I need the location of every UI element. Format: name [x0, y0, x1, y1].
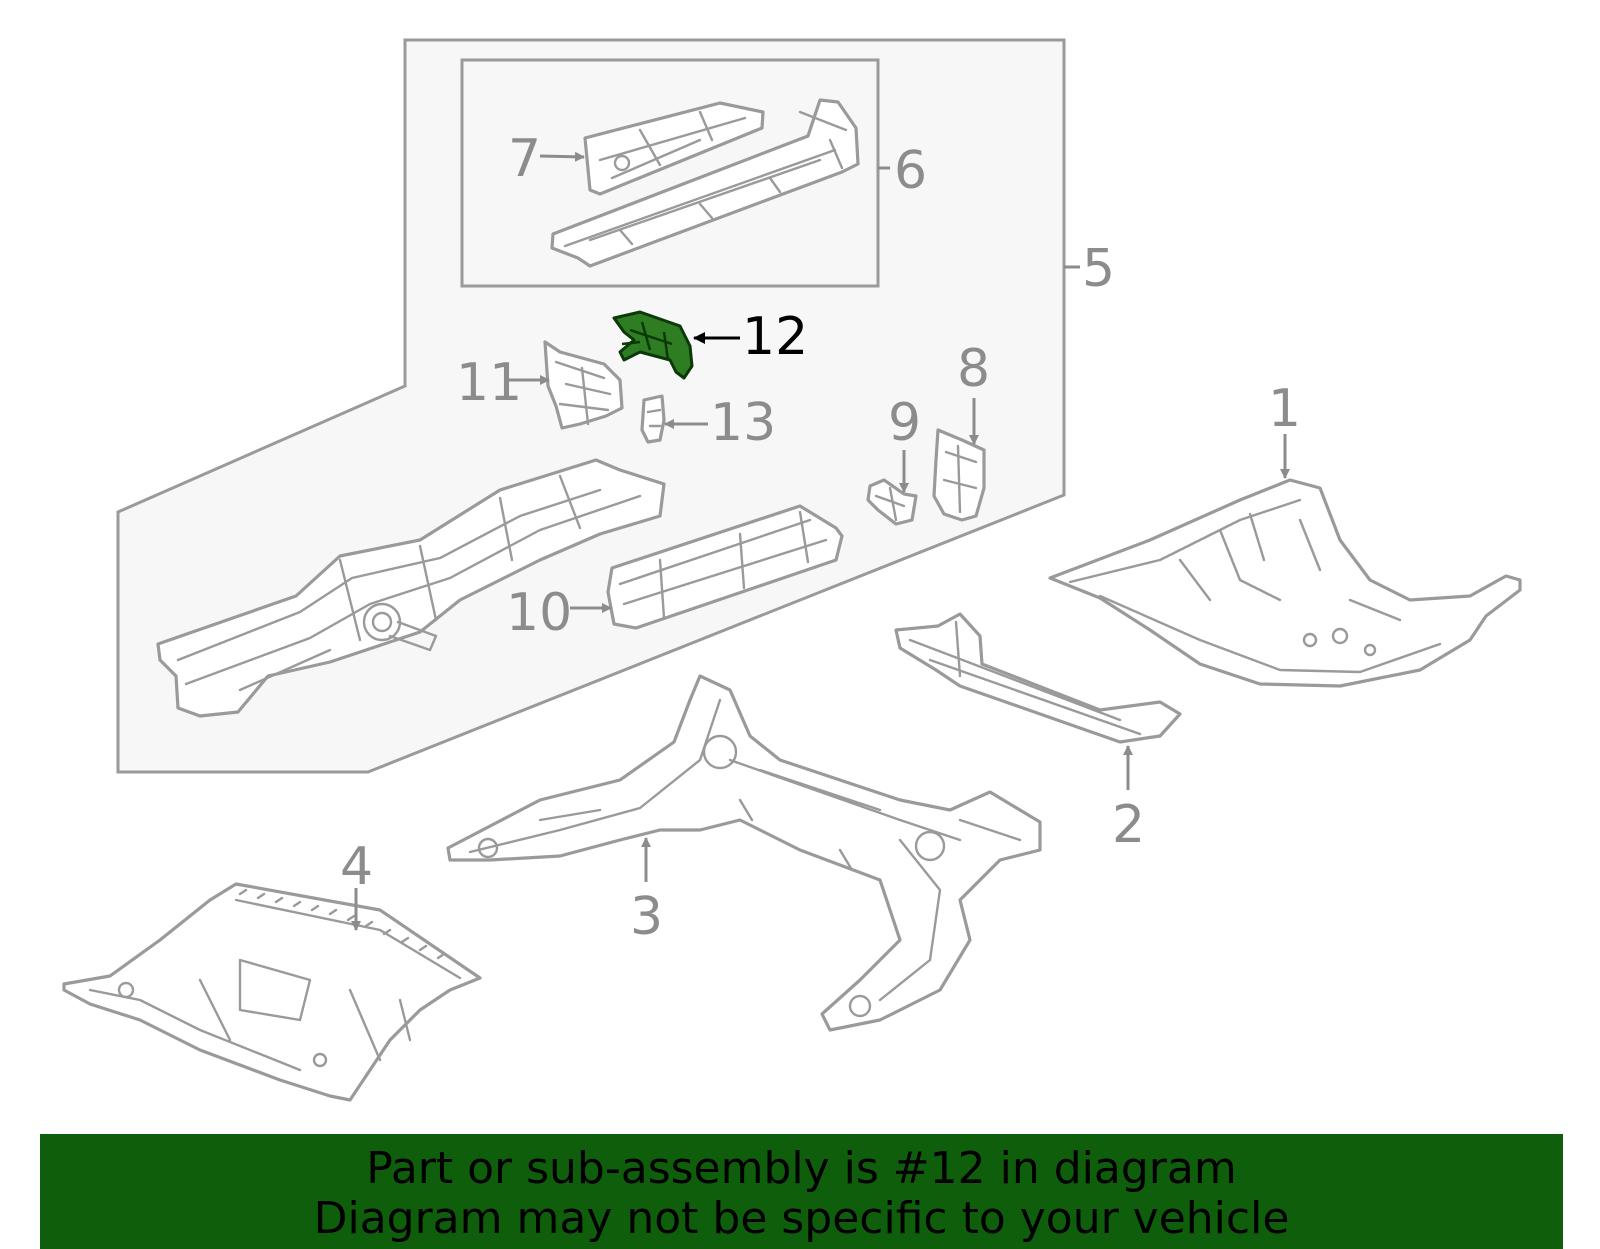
callout-2: 2 — [1112, 795, 1145, 855]
callout-5: 5 — [1082, 239, 1115, 299]
part-6-rail[interactable] — [550, 98, 860, 268]
part-11-bracket[interactable] — [543, 340, 624, 430]
frame-rail-assembly[interactable] — [156, 458, 666, 718]
callout-11: 11 — [456, 353, 522, 413]
part-2-cross-member[interactable] — [894, 612, 1182, 744]
info-banner: Part or sub-assembly is #12 in diagram D… — [40, 1134, 1563, 1249]
callout-7: 7 — [508, 129, 541, 189]
callout-3: 3 — [630, 887, 663, 947]
banner-line-part-number: Part or sub-assembly is #12 in diagram — [366, 1143, 1237, 1194]
part-4-front-floor[interactable] — [62, 882, 482, 1102]
callout-1: 1 — [1268, 379, 1301, 439]
part-8-bracket[interactable] — [932, 428, 986, 522]
part-9-bracket[interactable] — [866, 478, 918, 526]
leader-7 — [539, 151, 585, 162]
callout-8: 8 — [957, 339, 990, 399]
banner-line-disclaimer: Diagram may not be specific to your vehi… — [313, 1193, 1290, 1244]
part-13-clip[interactable] — [640, 394, 666, 444]
callout-13: 13 — [710, 393, 776, 453]
callout-4: 4 — [340, 837, 373, 897]
callout-12: 12 — [742, 307, 808, 367]
callout-9: 9 — [888, 393, 921, 453]
part-10-member[interactable] — [606, 504, 844, 630]
callout-10: 10 — [506, 583, 572, 643]
part-3-subframe[interactable] — [446, 674, 1042, 1032]
leader-lines — [351, 151, 1290, 931]
part-7-bracket[interactable] — [583, 101, 765, 196]
part-12-highlighted[interactable] — [612, 310, 694, 380]
part-1-floor-pan[interactable] — [1048, 478, 1522, 688]
callout-6: 6 — [894, 141, 927, 201]
